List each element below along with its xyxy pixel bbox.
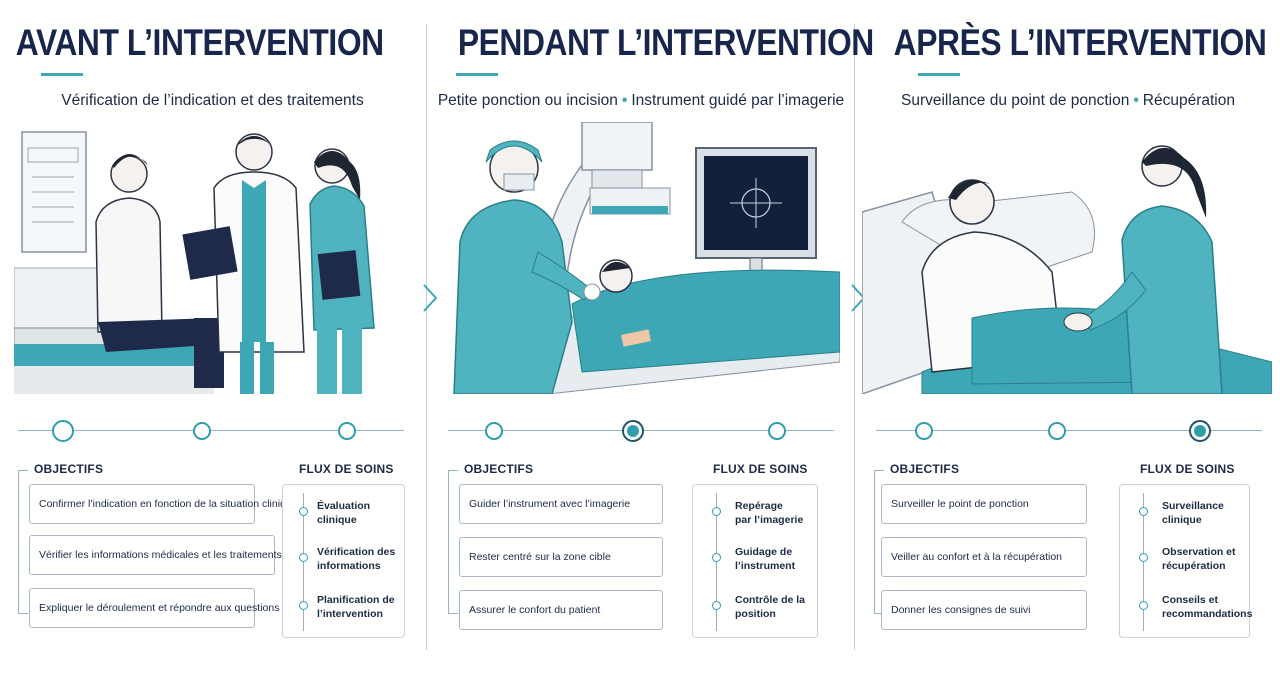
timeline-node-icon [915, 422, 933, 440]
flux-box: Repérage par l’imagerie Guidage de l’ins… [692, 484, 818, 638]
objective-item: Vérifier les informations médicales et l… [29, 535, 325, 575]
subtitle-part: Vérification de l’indication et des trai… [61, 92, 364, 109]
flux-node-icon [712, 507, 721, 516]
objective-item: Donner les consignes de suivi [881, 590, 1087, 630]
flux-item: Évaluation clinique [317, 500, 371, 526]
objectives-bracket [448, 470, 458, 614]
subtitle-part: Récupération [1142, 92, 1235, 109]
subtitle-part: Instrument guidé par l’imagerie [631, 92, 845, 109]
flux-line [1143, 493, 1144, 631]
objectives-bracket [874, 470, 884, 614]
timeline-node-icon [768, 422, 786, 440]
objectives-bracket [18, 470, 28, 614]
progress-timeline [448, 420, 834, 442]
objective-item: Surveiller le point de ponction [881, 484, 1087, 524]
flux-box: Évaluation clinique Vérification des inf… [282, 484, 405, 638]
flux-node-icon [712, 553, 721, 562]
objective-item: Rester centré sur la zone cible [459, 537, 663, 577]
flux-node-icon [299, 553, 308, 562]
flux-title: FLUX DE SOINS [299, 462, 394, 476]
objectives-title: OBJECTIFS [890, 462, 960, 476]
panel-title: AVANT L’INTERVENTION [15, 22, 384, 63]
panel-subtitle: Surveillance du point de ponction•Récupé… [856, 92, 1280, 110]
objective-item: Guider l’instrument avec l’imagerie [459, 484, 663, 524]
panel-avant: AVANT L’INTERVENTION Vérification de l’i… [0, 0, 425, 683]
timeline-node-icon [622, 420, 644, 442]
chevron-right-icon [423, 284, 438, 312]
timeline-node-icon [485, 422, 503, 440]
panel-apres: APRÈS L’INTERVENTION Surveillance du poi… [856, 0, 1280, 683]
flux-item: Repérage par l’imagerie [735, 500, 804, 526]
flux-node-icon [299, 507, 308, 516]
progress-timeline [876, 420, 1262, 442]
title-underline [41, 73, 83, 76]
panel-title: APRÈS L’INTERVENTION [893, 22, 1267, 63]
timeline-node-icon [52, 420, 74, 442]
objective-item: Assurer le confort du patient [459, 590, 663, 630]
timeline-line [18, 430, 404, 431]
panel-pendant: PENDANT L’INTERVENTION Petite ponction o… [428, 0, 874, 683]
objective-item: Veiller au confort et à la récupération [881, 537, 1087, 577]
illustration-procedure [452, 122, 840, 394]
objective-item: Confirmer l’indication en fonction de la… [29, 484, 298, 524]
flux-item: Planification de l’intervention [317, 594, 395, 620]
flux-item: Surveillance clinique [1162, 500, 1224, 526]
panel-divider-2 [854, 24, 855, 650]
flux-title: FLUX DE SOINS [1140, 462, 1235, 476]
illustration-consultation [14, 122, 410, 394]
flux-line [303, 493, 304, 631]
flux-node-icon [712, 601, 721, 610]
timeline-node-icon [1189, 420, 1211, 442]
timeline-node-icon [1048, 422, 1066, 440]
flux-item: Vérification des informations [317, 546, 396, 572]
illustration-recovery [862, 122, 1272, 394]
title-underline [456, 73, 498, 76]
panel-subtitle: Petite ponction ou incision•Instrument g… [428, 92, 854, 110]
bullet-dot: • [1133, 92, 1139, 109]
flux-box: Surveillance clinique Observation et réc… [1119, 484, 1253, 638]
flux-item: Conseils et recommandations [1162, 594, 1253, 620]
timeline-node-icon [338, 422, 356, 440]
flux-node-icon [299, 601, 308, 610]
timeline-line [876, 430, 1262, 431]
objective-item: Expliquer le déroulement et répondre aux… [29, 588, 280, 628]
subtitle-part: Surveillance du point de ponction [901, 92, 1130, 109]
panel-title: PENDANT L’INTERVENTION [457, 22, 874, 63]
flux-node-icon [1139, 553, 1148, 562]
flux-item: Contrôle de la position [735, 594, 806, 620]
title-underline [918, 73, 960, 76]
objectives-title: OBJECTIFS [464, 462, 534, 476]
flux-node-icon [1139, 601, 1148, 610]
flux-item: Observation et récupération [1162, 546, 1236, 572]
panel-divider-1 [426, 24, 427, 650]
flux-line [716, 493, 717, 631]
panel-subtitle: Vérification de l’indication et des trai… [0, 92, 425, 110]
flux-item: Guidage de l’instrument [735, 546, 796, 572]
progress-timeline [18, 420, 404, 442]
flux-node-icon [1139, 507, 1148, 516]
timeline-node-icon [193, 422, 211, 440]
flux-title: FLUX DE SOINS [713, 462, 808, 476]
objectives-title: OBJECTIFS [34, 462, 104, 476]
subtitle-part: Petite ponction ou incision [437, 92, 618, 109]
bullet-dot: • [621, 92, 628, 109]
